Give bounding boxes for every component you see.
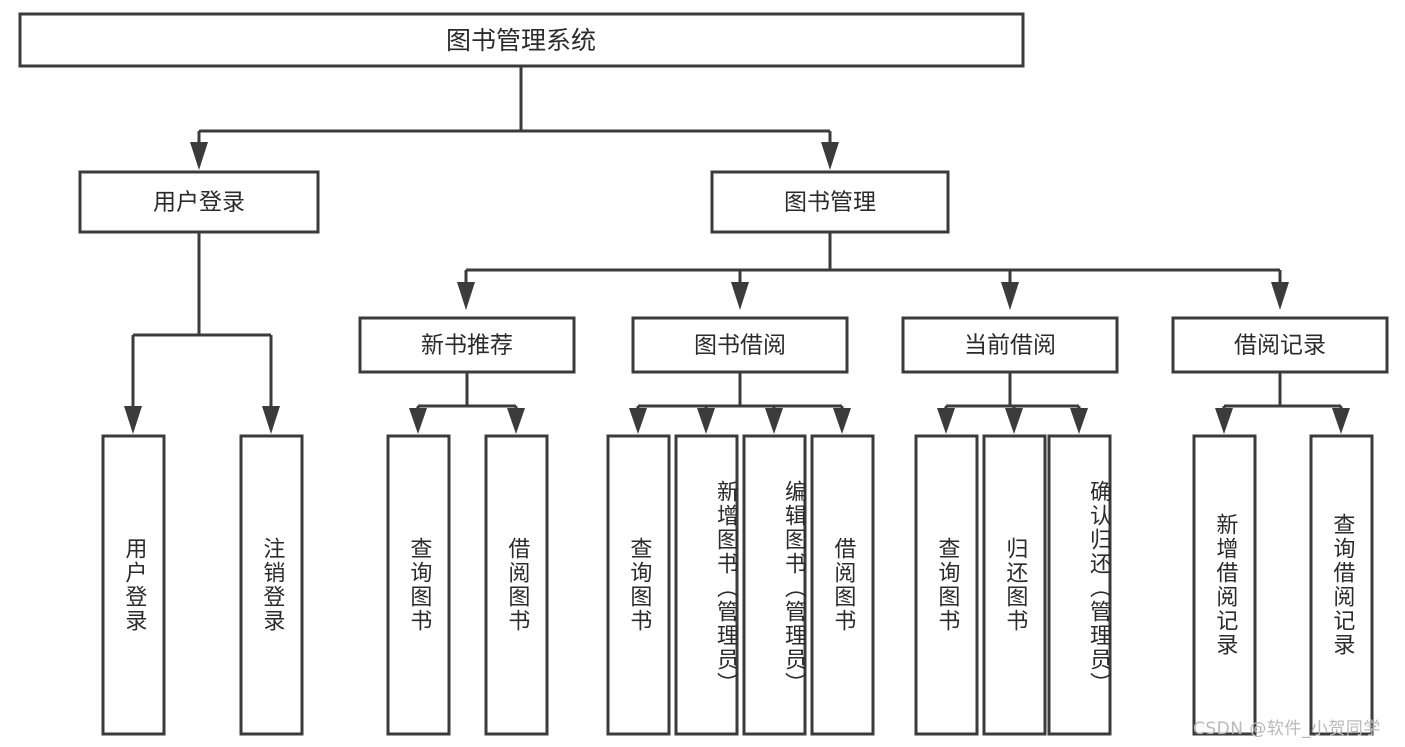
leaf-box-add-record[interactable] [1192,434,1257,736]
leaf-box-query-book-2[interactable] [606,434,671,736]
leaf-label-add-record: 新增借阅记录 [1212,513,1238,657]
arrow-head-to-book-borrow [731,282,749,310]
leaf-box-return-book[interactable] [982,434,1047,736]
leaf-label-user-login: 用户登录 [121,537,147,633]
connector-current-borrow-leaves [937,372,1088,434]
arrow-head-leaf-query-book-2 [629,408,647,434]
borrow-record-box-label: 借阅记录 [1234,333,1326,359]
arrow-head-leaf-add-record [1215,408,1233,434]
leaf-label-query-record: 查询借阅记录 [1329,513,1355,657]
node-current-borrow[interactable]: 当前借阅 [901,316,1119,374]
leaf-box-logout-login[interactable] [239,434,304,736]
arrow-head-leaf-query-book-1 [409,408,427,434]
arrow-head-leaf-user-login [124,406,142,434]
arrow-head-to-user-login [190,142,208,170]
leaf-label-borrow-book-2: 借阅图书 [830,537,856,633]
arrow-head-leaf-add-book [697,408,715,434]
leaf-label-confirm-return: 确认归还（管理员） [1086,480,1111,696]
user-login-box-label: 用户登录 [153,190,245,216]
leaf-box-query-record[interactable] [1309,434,1374,736]
arrow-head-leaf-return-book [1005,408,1023,434]
current-borrow-box-shape [901,316,1119,374]
leaf-label-borrow-book-1: 借阅图书 [504,537,530,633]
leaf-label-query-book-3: 查询图书 [934,537,960,633]
connector-user-login-leaves [124,232,280,434]
leaf-label-query-book-1: 查询图书 [406,537,432,633]
leaf-box-user-login[interactable] [101,434,166,736]
leaf-label-return-book: 归还图书 [1002,537,1028,633]
node-borrow-record[interactable]: 借阅记录 [1171,316,1389,374]
node-root[interactable]: 图书管理系统 [18,12,1025,68]
leaf-box-borrow-book-2[interactable] [810,434,875,736]
node-new-book-recommend[interactable]: 新书推荐 [358,316,576,374]
arrow-head-leaf-query-book-3 [937,408,955,434]
connector-new-book-recommend-leaves [409,372,525,434]
leaf-box-query-book-1[interactable] [386,434,451,736]
arrow-head-to-current-borrow [1001,282,1019,310]
current-borrow-box-label: 当前借阅 [964,333,1056,359]
root-box-shape [18,12,1025,68]
arrow-head-leaf-borrow-book-1 [507,408,525,434]
connector-book-borrow-leaves [629,372,851,434]
leaf-box-borrow-book-1[interactable] [484,434,549,736]
arrow-head-to-book-manage [821,142,839,170]
arrow-head-leaf-confirm-return [1070,408,1088,434]
node-book-borrow[interactable]: 图书借阅 [631,316,849,374]
arrow-head-to-borrow-record [1271,282,1289,310]
connector-borrow-record-leaves [1215,372,1350,434]
node-book-manage[interactable]: 图书管理 [710,170,950,234]
leaf-box-add-book[interactable] [674,434,739,736]
connector-root-bus [190,66,839,170]
arrow-head-leaf-edit-book [765,408,783,434]
book-manage-box-label: 图书管理 [784,190,876,216]
new-book-recommend-box-label: 新书推荐 [421,333,513,359]
new-book-recommend-box-shape [358,316,576,374]
leaf-box-query-book-3[interactable] [914,434,979,736]
csdn-watermark: CSDN @软件_小贺同学 [1193,719,1381,739]
arrow-head-leaf-borrow-book-2 [833,408,851,434]
arrow-head-leaf-query-record [1332,408,1350,434]
arrow-head-leaf-logout-login [262,406,280,434]
leaf-box-confirm-return[interactable] [1047,434,1112,736]
leaf-label-edit-book: 编辑图书（管理员） [781,480,806,696]
leaf-label-logout-login: 注销登录 [259,537,285,633]
leaf-label-query-book-2: 查询图书 [626,537,652,633]
book-borrow-box-label: 图书借阅 [694,333,786,359]
leaf-label-add-book: 新增图书（管理员） [713,480,738,696]
arrow-head-to-new-book-recommend [457,282,475,310]
root-box-label: 图书管理系统 [446,26,596,55]
connector-book-manage-bus [457,232,1289,310]
node-user-login[interactable]: 用户登录 [78,170,320,234]
leaf-box-edit-book[interactable] [742,434,807,736]
